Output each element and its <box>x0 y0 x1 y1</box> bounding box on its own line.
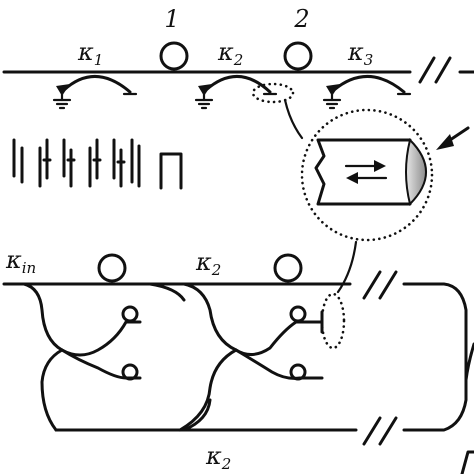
coupling-arc-2 <box>198 75 278 96</box>
bidirectional-arrows-icon <box>344 160 388 184</box>
coupling-label-k1: κ1 <box>77 38 103 69</box>
bottom-break-marks-lower <box>362 416 398 446</box>
bar-pair-1 <box>12 138 24 184</box>
top-dotted-ellipse <box>251 82 295 104</box>
coupling-label-k3: κ3 <box>347 38 373 69</box>
ground-symbol-3 <box>322 90 342 110</box>
bar-pair-2 <box>38 138 52 188</box>
spectrum-bars <box>12 138 183 190</box>
ground-symbol-2 <box>194 90 214 110</box>
right-continuation <box>402 282 474 432</box>
resonator-label-2: 2 <box>293 5 309 33</box>
bottom-chain: κin κ2 κ2 <box>2 246 474 474</box>
waveguide-section <box>314 138 412 206</box>
bottom-break-marks-upper <box>362 270 398 300</box>
coupling-arc-3 <box>326 75 412 96</box>
bar-pair-4 <box>88 138 102 188</box>
top-chain: 1 2 κ1 κ2 κ3 <box>2 5 474 110</box>
zoom-circle <box>300 108 434 242</box>
coupling-label-k2-bottom-low: κ2 <box>205 442 231 473</box>
bottom-dotted-ellipse <box>320 292 346 350</box>
cut-off-label-fragment <box>460 450 474 474</box>
bar-pair-3 <box>62 138 76 188</box>
bar-pair-6 <box>130 138 141 188</box>
top-leader-line <box>283 98 304 140</box>
mirror-end <box>405 138 427 206</box>
resonator-2 <box>283 41 313 71</box>
resonator-label-1: 1 <box>164 5 179 33</box>
gap-bracket <box>159 152 183 190</box>
top-break-marks <box>418 56 474 84</box>
mirror-pointer-arrow <box>436 126 470 150</box>
bottom-resonator-1 <box>97 253 127 283</box>
splitter-network-2 <box>178 282 324 432</box>
coupling-label-kin: κin <box>5 246 36 277</box>
zoom-inset <box>251 82 470 350</box>
resonator-1 <box>159 41 189 71</box>
bottom-leader-line <box>336 240 358 294</box>
coupling-label-k2: κ2 <box>217 38 243 69</box>
bar-pair-5 <box>112 138 126 188</box>
coupling-label-k2-bottom-mid: κ2 <box>195 248 221 279</box>
splitter-network-1 <box>22 282 186 432</box>
bottom-resonator-2 <box>273 253 303 283</box>
ground-symbol-1 <box>52 90 72 110</box>
coupling-arc-1 <box>56 75 138 96</box>
